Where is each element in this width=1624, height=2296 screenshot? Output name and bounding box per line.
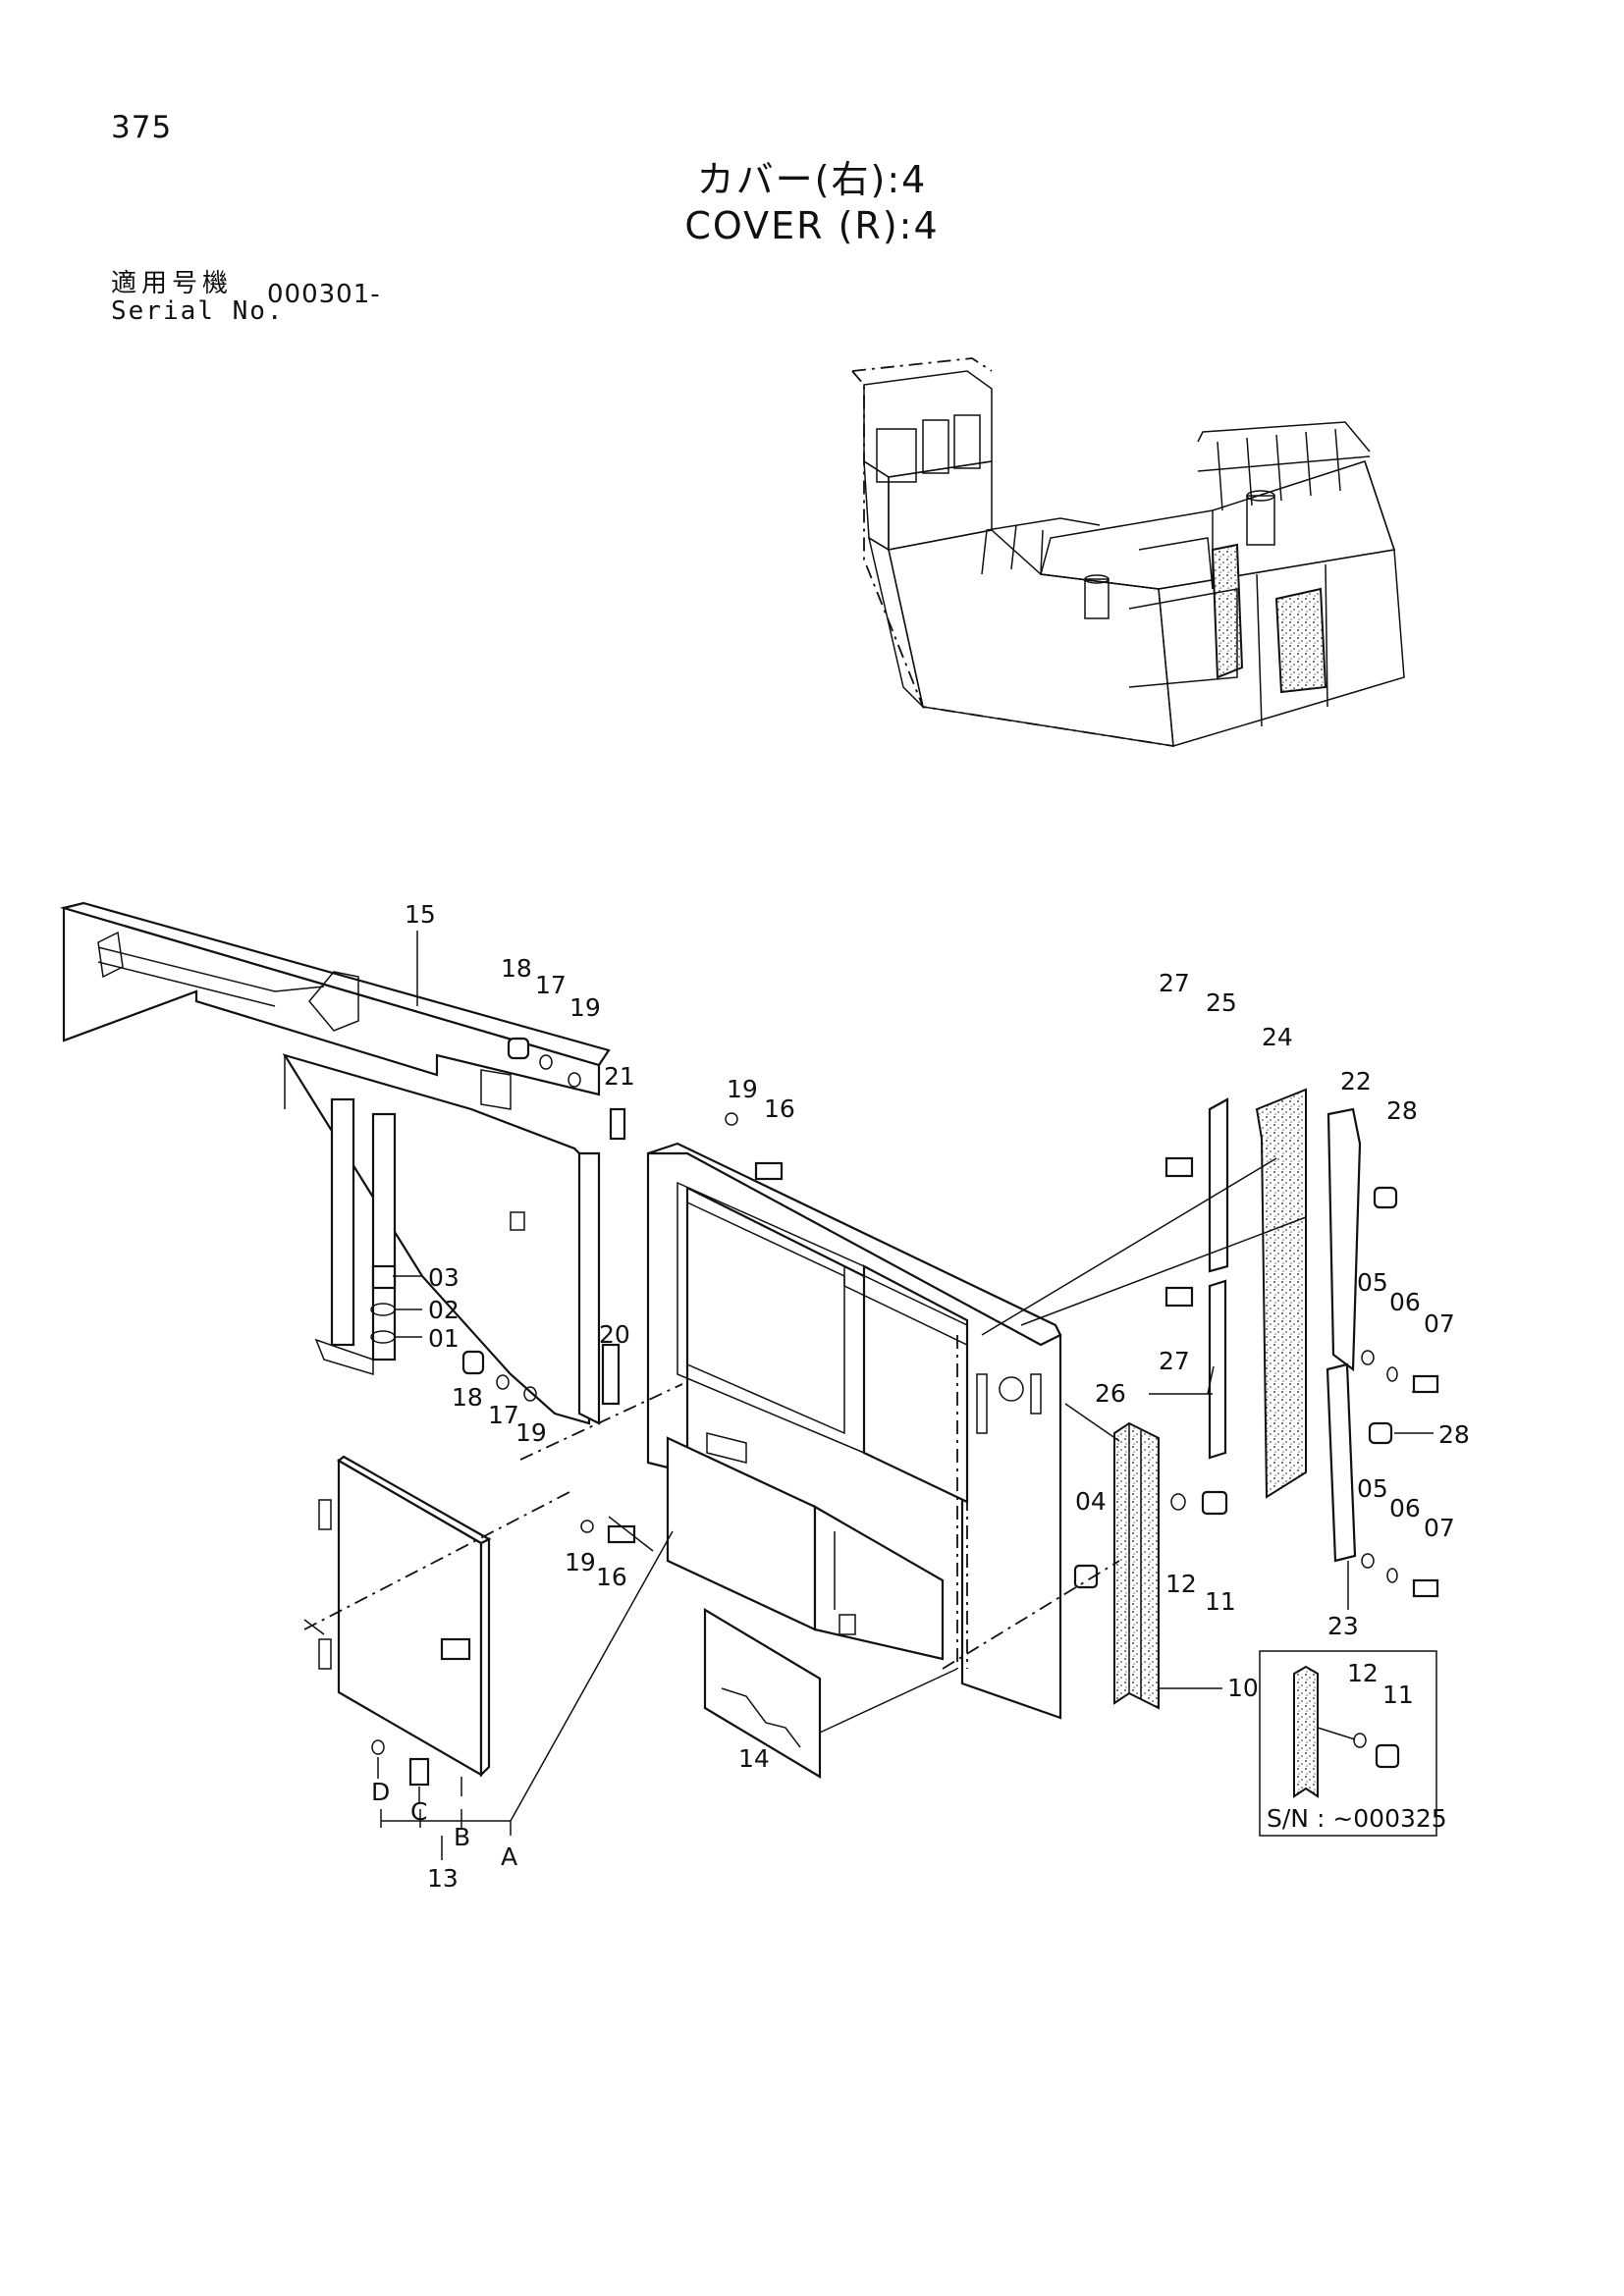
callout-18: 18 (452, 1383, 483, 1412)
part-21-plate (609, 1107, 626, 1141)
callout-19: 19 (515, 1418, 547, 1447)
part-26-strip (1208, 1279, 1227, 1460)
serial-number-value: 000301- (267, 280, 381, 309)
callout-18: 18 (501, 954, 532, 983)
callout-27: 27 (1159, 969, 1190, 997)
callout-20: 20 (599, 1320, 630, 1349)
part-10-vertical-beam (1113, 1421, 1160, 1710)
title-english: COVER (R):4 (684, 204, 940, 247)
callout-labels: 15 18 17 19 21 19 16 03 02 01 18 17 19 2… (371, 900, 1470, 1893)
callout-04: 04 (1075, 1487, 1107, 1516)
callout-07: 07 (1424, 1309, 1455, 1338)
inset-detail-box (1259, 1650, 1437, 1837)
callout-23: 23 (1327, 1612, 1359, 1640)
callout-07: 07 (1424, 1514, 1455, 1542)
callout-19: 19 (727, 1075, 758, 1103)
serial-label-english: Serial No. (111, 296, 285, 326)
callout-24: 24 (1262, 1023, 1293, 1051)
callout-25: 25 (1206, 988, 1237, 1017)
callout-17: 17 (535, 971, 567, 999)
callout-14: 14 (738, 1744, 770, 1773)
part-20-bracket (601, 1343, 621, 1406)
callout-02: 02 (428, 1296, 460, 1324)
callout-03: 03 (428, 1263, 460, 1292)
callout-16: 16 (596, 1563, 627, 1591)
callout-06: 06 (1389, 1494, 1421, 1522)
serial-label-japanese: 適用号機 (111, 269, 234, 298)
part-24-seal (1255, 1088, 1307, 1499)
callout-05: 05 (1357, 1474, 1388, 1503)
callout-28: 28 (1438, 1420, 1470, 1449)
part-22-bracket (1326, 1107, 1362, 1372)
part-25-strip (1208, 1097, 1229, 1273)
callout-05: 05 (1357, 1268, 1388, 1297)
machine-overview-illustration (851, 357, 1405, 747)
fasteners (370, 1037, 1439, 1787)
part-14-cutout (721, 1687, 801, 1748)
callout-11: 11 (1205, 1587, 1236, 1616)
callout-19: 19 (569, 993, 601, 1022)
callout-D: D (371, 1778, 390, 1806)
page-number: 375 (111, 110, 173, 145)
callout-17: 17 (488, 1401, 519, 1429)
callout-B: B (454, 1823, 470, 1851)
callout-28: 28 (1386, 1096, 1418, 1125)
callout-16: 16 (764, 1095, 795, 1123)
callout-12: 12 (1347, 1659, 1379, 1687)
center-cover-frame (646, 1142, 1062, 1720)
callout-A: A (501, 1842, 517, 1871)
part-15-side-frame (59, 901, 611, 1425)
callout-27: 27 (1159, 1347, 1190, 1375)
callout-06: 06 (1389, 1288, 1421, 1316)
callout-22: 22 (1340, 1067, 1372, 1095)
callout-10: 10 (1227, 1674, 1259, 1702)
callout-21: 21 (604, 1062, 635, 1091)
door-panel-13 (303, 1455, 570, 1778)
part-23-bracket (1326, 1362, 1357, 1563)
inset-serial-note: S/N : ~000325 (1267, 1804, 1447, 1833)
callout-12: 12 (1165, 1570, 1197, 1598)
callout-11: 11 (1382, 1681, 1414, 1709)
callout-26: 26 (1095, 1379, 1126, 1408)
callout-C: C (410, 1797, 427, 1826)
callout-15: 15 (405, 900, 436, 929)
callout-01: 01 (428, 1324, 460, 1353)
callout-13: 13 (427, 1864, 459, 1893)
leader-lines (377, 931, 1438, 1860)
callout-19: 19 (565, 1548, 596, 1576)
title-japanese: カバー(右):4 (696, 158, 928, 201)
